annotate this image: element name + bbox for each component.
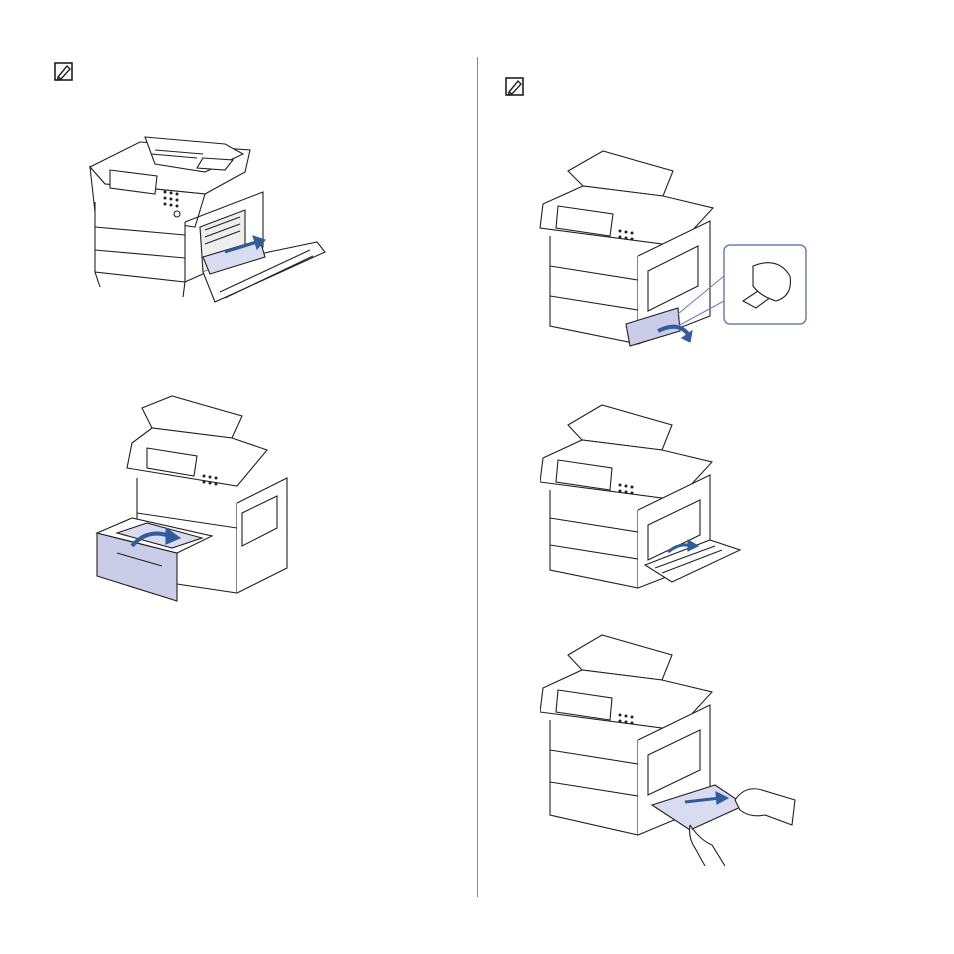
note-pencil-icon	[505, 77, 527, 97]
note-pencil-icon	[54, 62, 76, 82]
figure-tray-pulled-out	[92, 388, 292, 606]
figure-pull-jammed-paper	[540, 630, 802, 866]
figure-side-door-open	[85, 132, 335, 317]
figure-bypass-tray-open	[540, 400, 745, 590]
column-divider	[477, 57, 478, 897]
figure-jam-release-callout	[538, 146, 810, 351]
